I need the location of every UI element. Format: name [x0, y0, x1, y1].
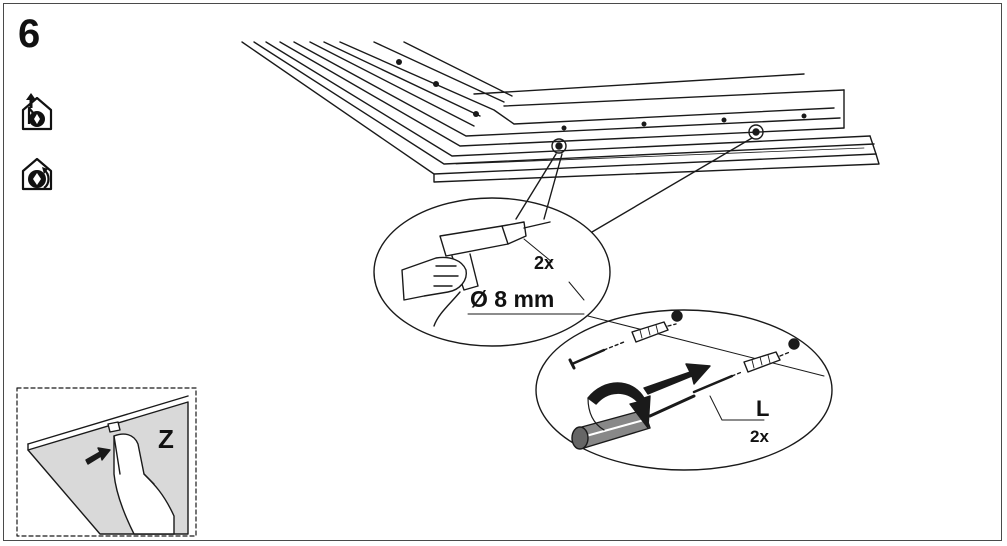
- drill-icon: [401, 221, 551, 327]
- insert-arrow-icon: [643, 363, 711, 395]
- screw-callout-bubble: [535, 309, 833, 471]
- rotation-arrow-icon: [587, 382, 651, 429]
- screw-size-label: L: [756, 396, 770, 421]
- screw-icon-2: [692, 371, 743, 394]
- screw-icon: [568, 341, 625, 370]
- rail-holes: [396, 59, 807, 131]
- slide-arrow-icon: [85, 447, 111, 465]
- screw-quantity-label: 2x: [750, 427, 769, 446]
- wall-plug-icon: [631, 310, 683, 343]
- screwdriver-icon: [571, 394, 696, 450]
- step-number: 6: [18, 12, 41, 56]
- drill-quantity-label: 2x: [534, 253, 555, 273]
- inset-box: [16, 387, 197, 537]
- cabinet-underside: [241, 41, 880, 183]
- assembly-drawing: [16, 41, 880, 537]
- inset-panel: [27, 395, 189, 535]
- drill-hole-left: [551, 138, 567, 154]
- house-recirculation-fan-icon: [20, 156, 54, 192]
- drill-callout-bubble: [373, 197, 611, 347]
- instruction-frame: 6 2x Ø 8 mm L 2x Z: [3, 3, 1002, 541]
- inset-letter-label: Z: [158, 424, 174, 454]
- drill-hole-right: [748, 124, 764, 140]
- drill-diameter-label: Ø 8 mm: [470, 286, 555, 312]
- house-extraction-fan-icon: [20, 92, 54, 132]
- wall-plug-icon-2: [743, 338, 800, 373]
